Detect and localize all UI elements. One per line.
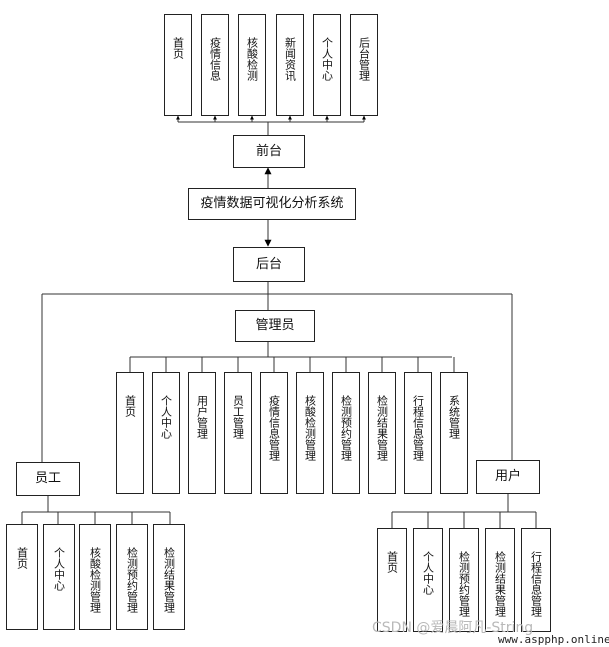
site-watermark: www.aspphp.online xyxy=(498,633,609,646)
frontend-node: 前台 xyxy=(233,135,305,168)
admin-item: 检测结果管理 xyxy=(368,372,396,494)
frontend-item: 后台管理 xyxy=(350,14,378,116)
user-item: 首页 xyxy=(377,528,407,632)
admin-item: 检测预约管理 xyxy=(332,372,360,494)
frontend-item: 新闻资讯 xyxy=(276,14,304,116)
staff-item: 核酸检测管理 xyxy=(79,524,111,630)
staff-item: 个人中心 xyxy=(43,524,75,630)
admin-item: 员工管理 xyxy=(224,372,252,494)
frontend-item: 个人中心 xyxy=(313,14,341,116)
user-item: 检测结果管理 xyxy=(485,528,515,632)
frontend-item: 疫情信息 xyxy=(201,14,229,116)
admin-item: 疫情信息管理 xyxy=(260,372,288,494)
user-item: 检测预约管理 xyxy=(449,528,479,632)
backend-node: 后台 xyxy=(233,247,305,282)
frontend-item: 核酸检测 xyxy=(238,14,266,116)
staff-item: 检测预约管理 xyxy=(116,524,148,630)
staff-item: 首页 xyxy=(6,524,38,630)
admin-item: 核酸检测管理 xyxy=(296,372,324,494)
user-item: 个人中心 xyxy=(413,528,443,632)
admin-item: 行程信息管理 xyxy=(404,372,432,494)
admin-item: 个人中心 xyxy=(152,372,180,494)
center-node: 疫情数据可视化分析系统 xyxy=(188,188,356,220)
user-item: 行程信息管理 xyxy=(521,528,551,632)
frontend-item: 首页 xyxy=(164,14,192,116)
user-node: 用户 xyxy=(476,460,540,494)
admin-item: 系统管理 xyxy=(440,372,468,494)
staff-node: 员工 xyxy=(16,462,80,496)
admin-item: 用户管理 xyxy=(188,372,216,494)
staff-item: 检测结果管理 xyxy=(153,524,185,630)
admin-node: 管理员 xyxy=(235,310,315,342)
admin-item: 首页 xyxy=(116,372,144,494)
csdn-watermark: CSDN @爱晨阿凡-String xyxy=(372,620,534,636)
